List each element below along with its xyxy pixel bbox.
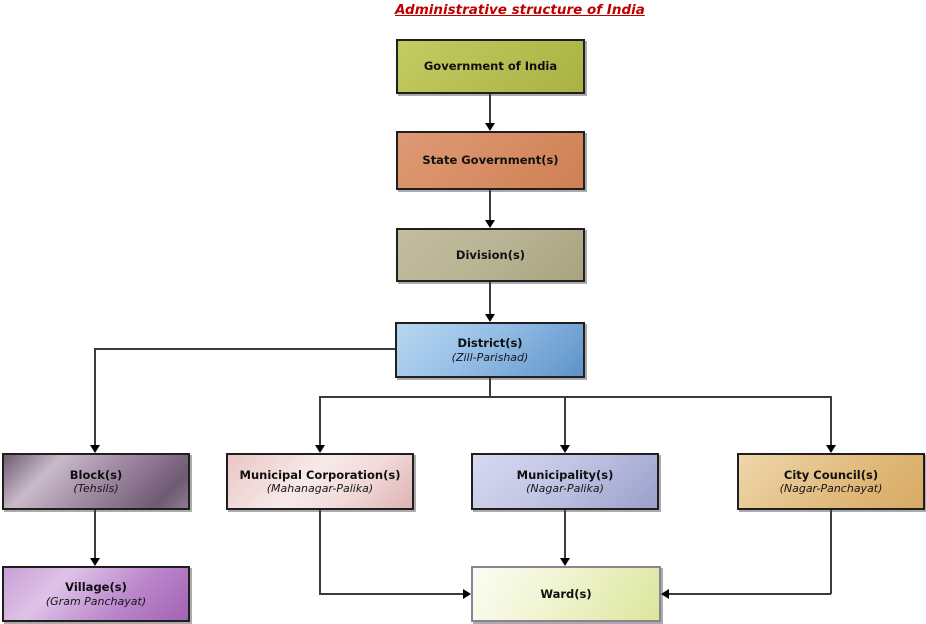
arrowhead-down-icon (315, 445, 325, 453)
node-district: District(s) (Zill-Parishad) (395, 322, 585, 378)
arrowhead-down-icon (485, 220, 495, 228)
node-label: State Government(s) (422, 153, 559, 168)
arrowhead-down-icon (560, 445, 570, 453)
node-state-government: State Government(s) (396, 131, 585, 190)
arrowhead-down-icon (560, 558, 570, 566)
connector-line (319, 510, 321, 594)
node-label: Municipal Corporation(s) (239, 467, 401, 482)
arrowhead-down-icon (485, 314, 495, 322)
connector-line (94, 510, 96, 558)
node-municipal-corporation: Municipal Corporation(s) (Mahanagar-Pali… (226, 453, 414, 510)
connector-line (319, 396, 321, 445)
connector-line (830, 396, 832, 445)
node-sublabel: (Gram Panchayat) (45, 594, 147, 608)
connector-line (94, 348, 96, 445)
node-village: Village(s) (Gram Panchayat) (2, 566, 190, 622)
node-label: Division(s) (455, 247, 526, 262)
arrowhead-left-icon (661, 589, 669, 599)
arrowhead-down-icon (826, 445, 836, 453)
node-sublabel: (Zill-Parishad) (451, 350, 529, 364)
node-label: City Council(s) (783, 467, 879, 482)
connector-line (320, 396, 831, 398)
page-title: Administrative structure of India (395, 2, 645, 18)
node-sublabel: (Nagar-Palika) (526, 482, 604, 496)
connector-line (489, 190, 491, 220)
arrowhead-down-icon (485, 123, 495, 131)
connector-line (489, 282, 491, 314)
node-label: Municipality(s) (516, 467, 614, 482)
connector-line (669, 593, 831, 595)
connector-line (489, 94, 491, 123)
arrowhead-right-icon (463, 589, 471, 599)
node-block: Block(s) (Tehsils) (2, 453, 190, 510)
node-government-of-india: Government of India (396, 39, 585, 94)
connector-line (319, 593, 463, 595)
connector-line (564, 396, 566, 445)
node-label: Government of India (423, 59, 558, 74)
connector-line (564, 510, 566, 558)
connector-line (95, 348, 395, 350)
node-city-council: City Council(s) (Nagar-Panchayat) (737, 453, 925, 510)
node-division: Division(s) (396, 228, 585, 282)
node-sublabel: (Nagar-Panchayat) (779, 482, 883, 496)
node-ward: Ward(s) (471, 566, 661, 622)
node-label: District(s) (457, 336, 523, 351)
connector-line (489, 378, 491, 397)
node-label: Ward(s) (540, 586, 592, 601)
node-sublabel: (Tehsils) (73, 482, 119, 496)
arrowhead-down-icon (90, 445, 100, 453)
node-sublabel: (Mahanagar-Palika) (266, 482, 374, 496)
connector-line (830, 510, 832, 594)
node-label: Village(s) (65, 580, 127, 595)
arrowhead-down-icon (90, 558, 100, 566)
node-municipality: Municipality(s) (Nagar-Palika) (471, 453, 659, 510)
node-label: Block(s) (69, 467, 123, 482)
